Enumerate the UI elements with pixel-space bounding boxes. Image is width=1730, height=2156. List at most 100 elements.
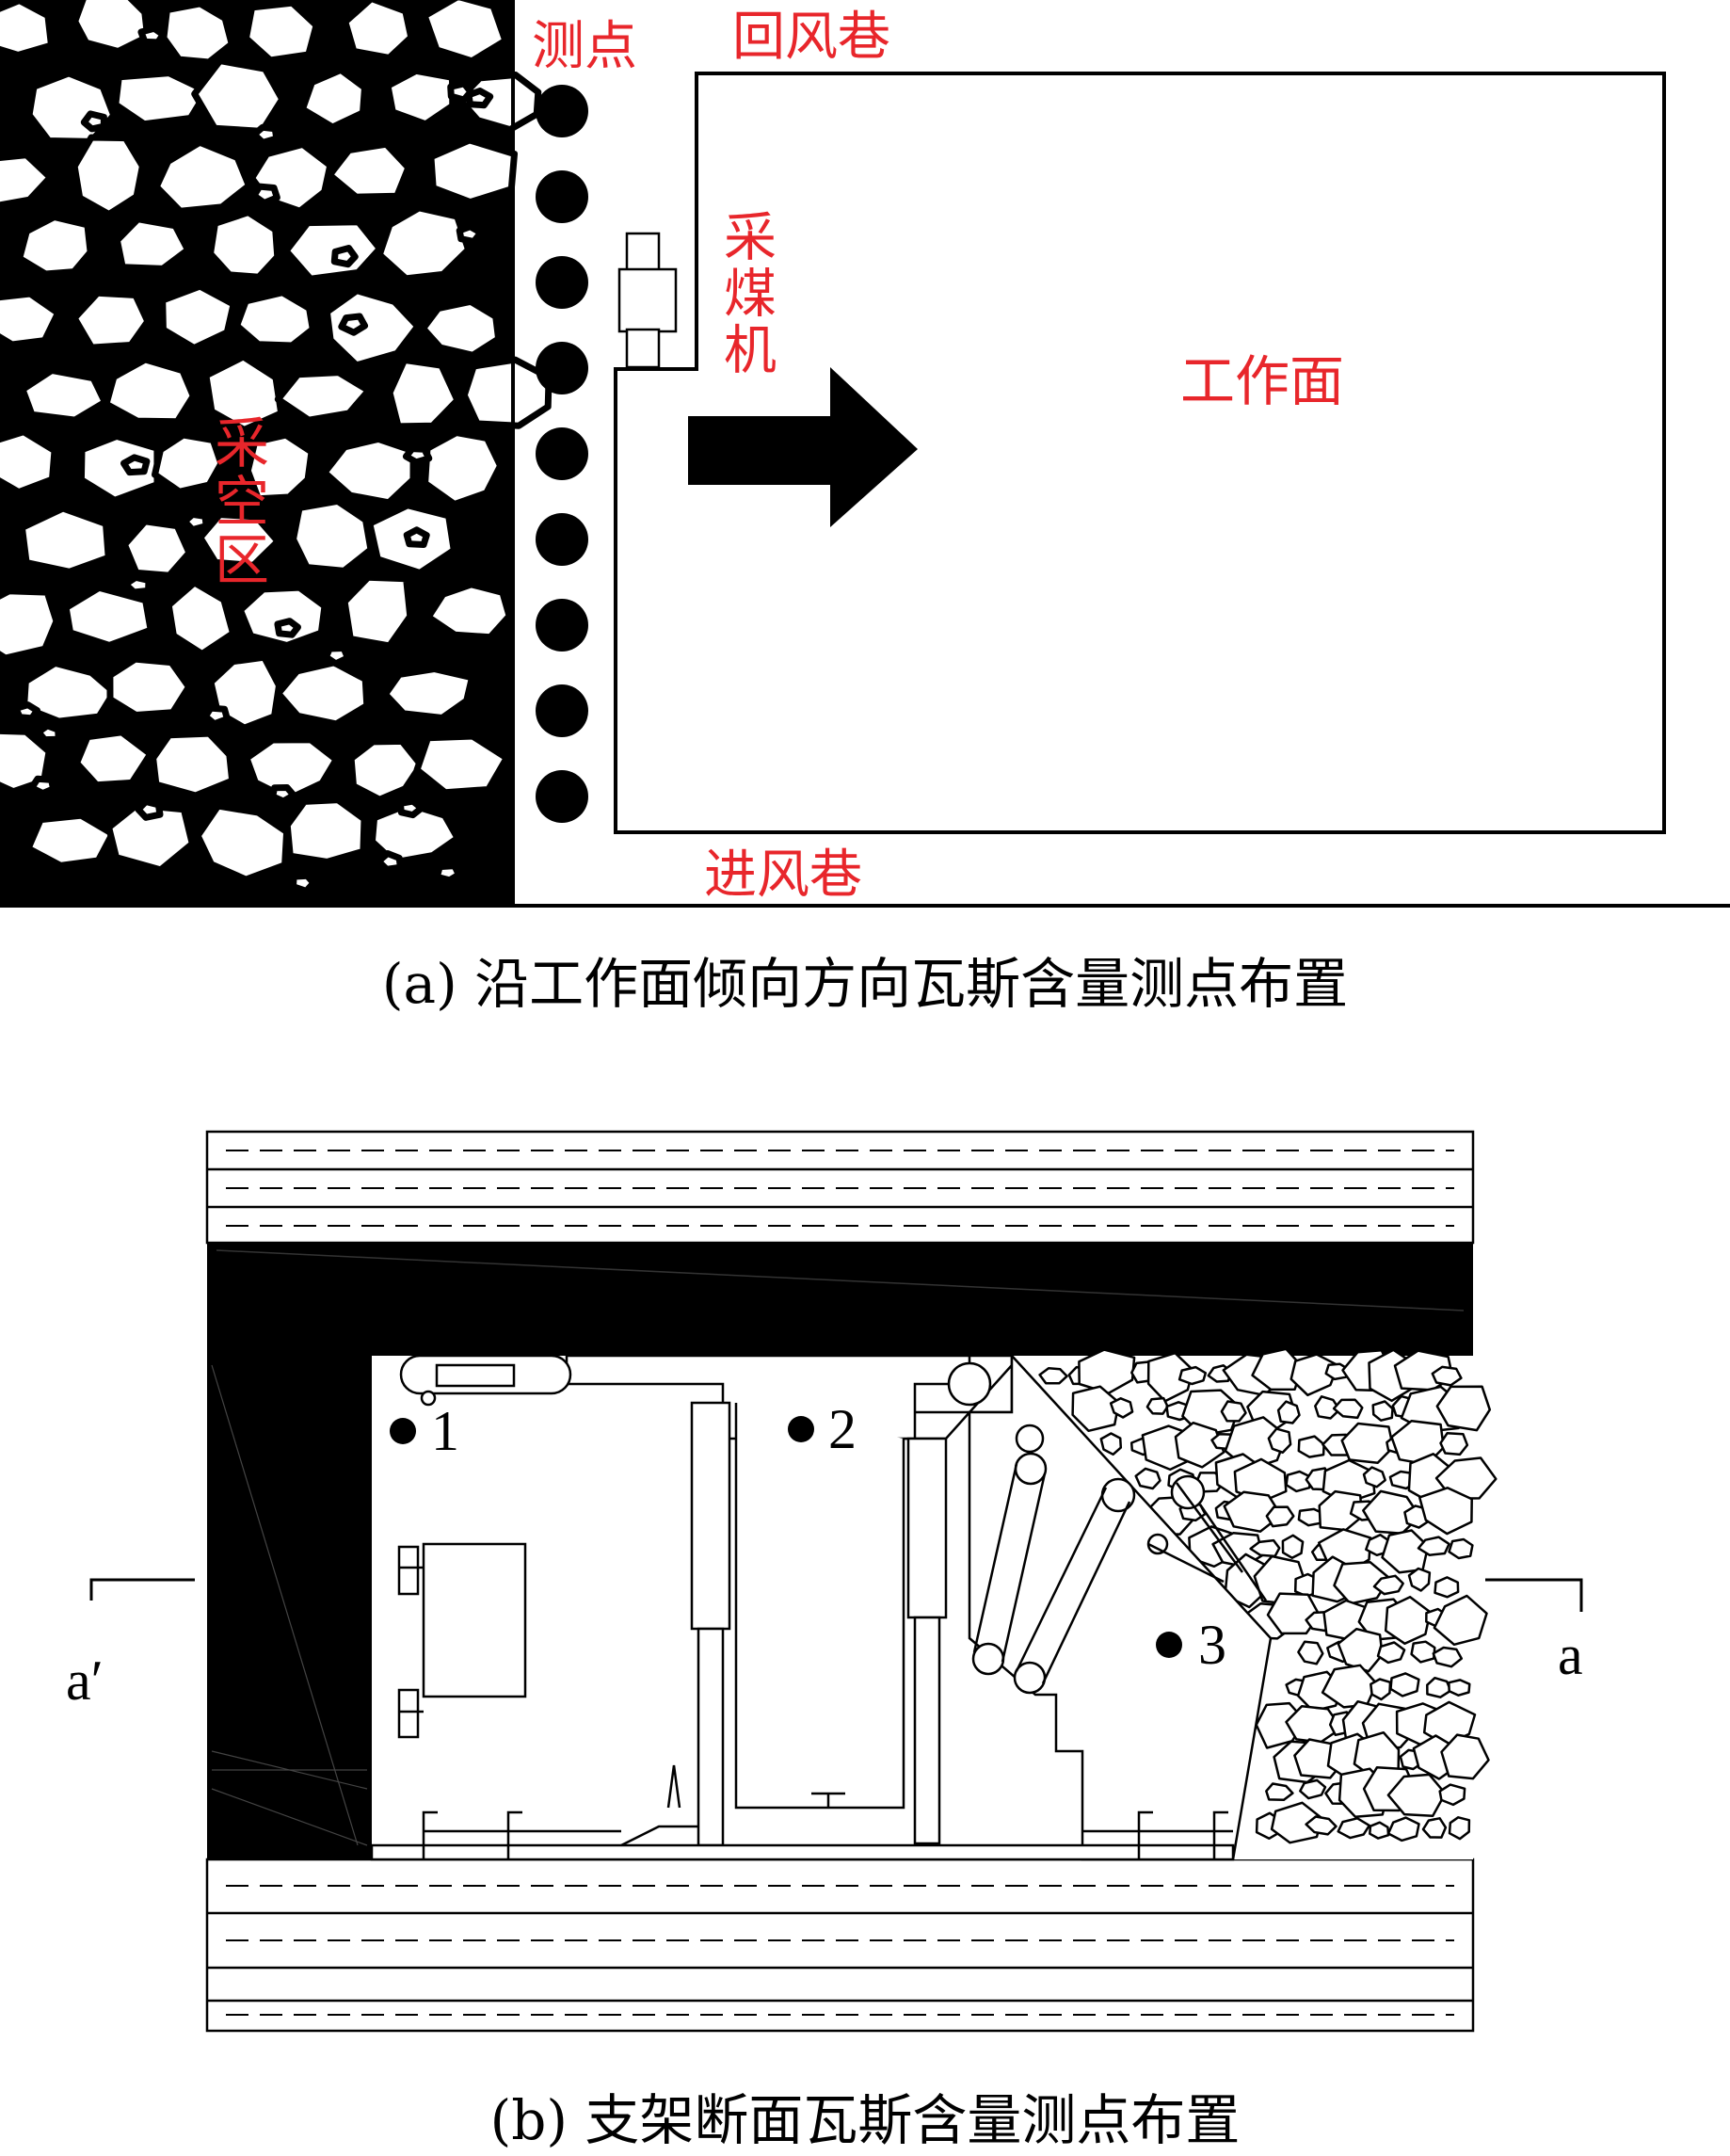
measuring-point-dot xyxy=(536,513,588,566)
rock-fragment xyxy=(396,797,425,819)
rock-fragment xyxy=(1276,1400,1301,1424)
rock-fragment xyxy=(1439,1431,1469,1456)
rock-fragment xyxy=(433,862,462,884)
svg-text:a: a xyxy=(1558,1624,1583,1686)
rock-fragment xyxy=(0,587,60,662)
working-face-outline xyxy=(614,72,1666,834)
rock-fragment xyxy=(460,356,553,429)
rock-fragment xyxy=(342,0,415,61)
working-face-label: 工作面 xyxy=(1180,349,1344,413)
rock-fragment xyxy=(1220,1400,1247,1423)
rock-fragment xyxy=(375,850,404,873)
rock-fragment xyxy=(77,432,161,504)
rock-fragment xyxy=(1340,1422,1395,1465)
rock-fragment xyxy=(1433,1594,1488,1647)
rock-fragment xyxy=(384,67,457,128)
rock-fragment xyxy=(1407,1567,1432,1592)
rock-fragment xyxy=(290,497,375,574)
measuring-point-2: 2 xyxy=(788,1398,857,1460)
rock-fragment xyxy=(290,872,317,894)
rock-fragment xyxy=(1078,1348,1136,1394)
rock-fragment xyxy=(242,0,320,64)
rock-fragment xyxy=(181,510,210,534)
rock-fragment xyxy=(201,704,231,728)
rock-fragment xyxy=(165,579,237,658)
rock-fragment xyxy=(106,655,193,718)
rock-fragment xyxy=(73,729,154,789)
goaf-label: 采空区 xyxy=(205,414,269,589)
rock-fragment xyxy=(16,214,94,278)
rock-fragment xyxy=(1431,1365,1463,1387)
rock-fragment xyxy=(368,800,461,866)
rock-fragment xyxy=(413,732,510,796)
rock-fragment xyxy=(321,435,417,507)
rock-fragment xyxy=(386,356,461,430)
rock-fragment xyxy=(18,505,112,575)
rock-fragment xyxy=(1281,1534,1305,1559)
rock-fragment xyxy=(121,573,152,596)
rock-fragment xyxy=(1426,1676,1452,1698)
svg-text:3: 3 xyxy=(1198,1614,1226,1676)
rock-fragment xyxy=(0,290,62,348)
rock-fragment xyxy=(197,511,281,569)
rock-fragment xyxy=(250,183,280,206)
rock-fragment xyxy=(402,445,433,466)
rock-fragment xyxy=(1372,1574,1404,1596)
rock-fragment xyxy=(80,110,107,133)
measuring-point-dot xyxy=(536,770,588,823)
rock-fragment xyxy=(1386,1773,1447,1818)
rock-fragment xyxy=(150,730,236,799)
rock-fragment xyxy=(71,134,146,218)
rock-fragment xyxy=(326,140,412,201)
rock-fragment xyxy=(1223,1490,1283,1533)
rock-fragment xyxy=(202,353,285,433)
rock-fragment xyxy=(1177,1365,1208,1386)
measuring-point-dot xyxy=(536,427,588,480)
rock-fragment xyxy=(1371,1400,1394,1422)
caption-a: (a) 沿工作面倾向方向瓦斯含量测点布置 xyxy=(382,952,1348,1016)
rock-fragment xyxy=(25,70,118,145)
rock-fragment xyxy=(274,369,373,424)
rock-fragment xyxy=(1432,1646,1464,1668)
rock-fragment xyxy=(113,216,192,272)
rock-fragment xyxy=(1265,1782,1294,1801)
rock-fragment xyxy=(1109,1397,1134,1419)
rock-fragment xyxy=(135,798,164,821)
rock-fragment xyxy=(298,66,368,131)
rock-fragment xyxy=(1038,1366,1068,1385)
rock-fragment xyxy=(103,356,197,426)
rock-fragment xyxy=(120,454,151,476)
return-airway-label: 回风巷 xyxy=(732,7,890,68)
caption-b: (b) 支架断面瓦斯含量测点布置 xyxy=(490,2088,1241,2152)
rock-fragment xyxy=(35,722,62,744)
measuring-point-dot xyxy=(536,170,588,223)
rock-fragment xyxy=(1448,1537,1474,1560)
rock-fragment xyxy=(330,245,359,268)
shearer-label: 采煤机 xyxy=(715,209,777,378)
rock-fragment xyxy=(447,80,474,104)
rock-fragment xyxy=(323,287,422,369)
measuring-point-1: 1 xyxy=(390,1400,459,1462)
rock-fragment xyxy=(0,428,58,496)
rock-fragment xyxy=(1337,1627,1384,1673)
rock-fragment xyxy=(1440,1733,1490,1780)
rock-fragment xyxy=(19,366,108,424)
rock-fragment xyxy=(72,0,152,55)
rock-fragment xyxy=(422,429,505,508)
rock-fragment xyxy=(62,584,154,649)
rock-fragment xyxy=(1337,1817,1371,1840)
rock-fragment xyxy=(1266,1592,1321,1635)
rock-fragment xyxy=(0,0,55,58)
rock-fragment xyxy=(152,431,225,495)
rock-fragment xyxy=(28,775,57,797)
rock-fragment xyxy=(191,57,286,135)
section-marker-left: a′ xyxy=(66,1578,195,1712)
rock-fragment xyxy=(105,801,196,874)
section-marker-right: a xyxy=(1485,1578,1583,1686)
measuring-point-dot xyxy=(536,599,588,652)
rock-fragment xyxy=(341,573,414,650)
roof-strata xyxy=(205,1130,1475,1245)
measuring-point-label: 测点 xyxy=(532,16,637,77)
measuring-points xyxy=(536,85,588,823)
rock-fragment xyxy=(403,526,430,548)
